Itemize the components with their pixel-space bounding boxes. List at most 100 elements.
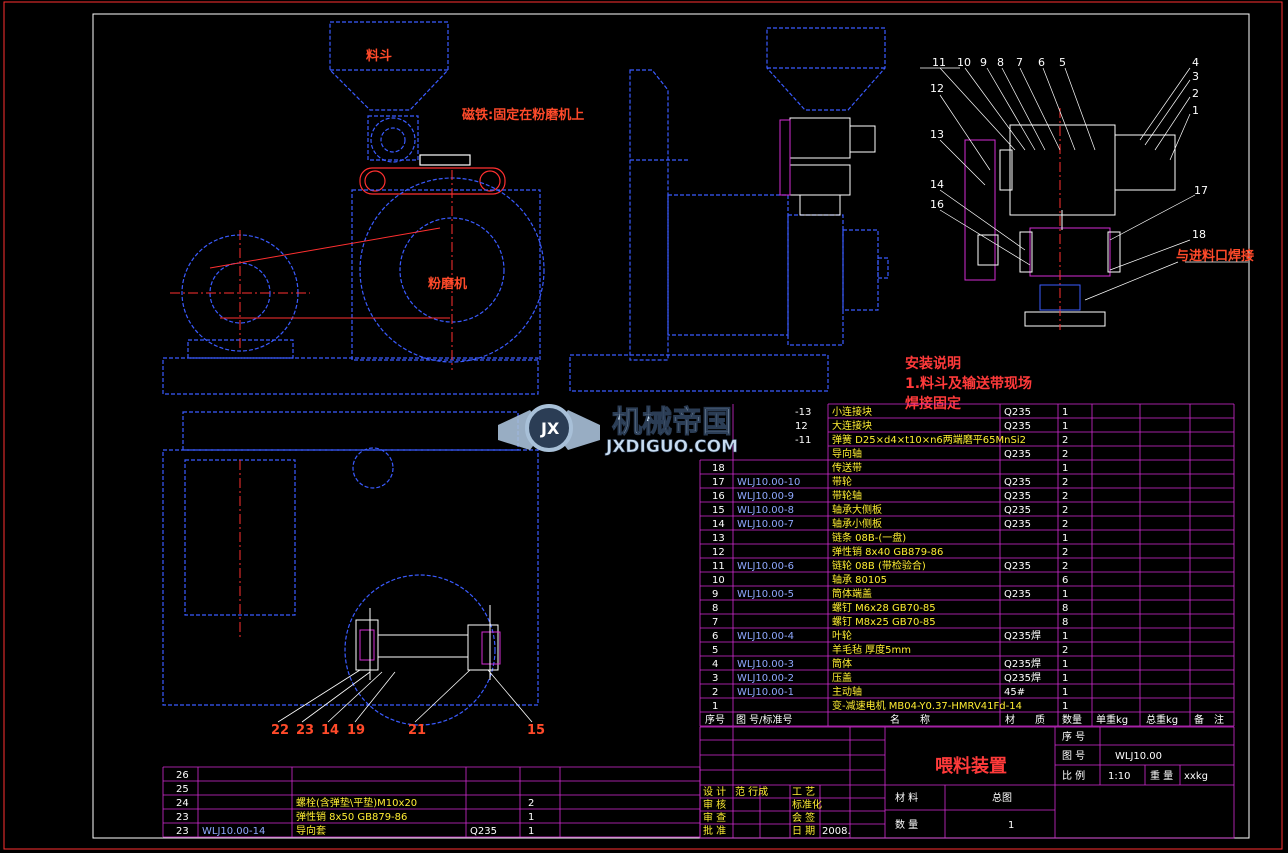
bom-header-no: 序号 (705, 713, 725, 726)
bom-header-unit-weight: 单重kg (1096, 713, 1128, 726)
weight-label: 重 量 (1150, 769, 1173, 782)
bom-header-qty: 数量 (1062, 713, 1082, 726)
bom-row-code: WLJ10.00-5 (737, 589, 794, 600)
bom-row-no: 6 (712, 631, 718, 642)
bom-row-name: 叶轮 (832, 629, 852, 642)
balloon: 23 (296, 723, 314, 738)
design-value: 范 行成 (735, 785, 768, 798)
front-view-belts (170, 167, 470, 640)
date-value: 2008. (822, 826, 851, 837)
balloon: 22 (271, 723, 289, 738)
balloon: 13 (930, 128, 944, 141)
balloon: 2 (1192, 87, 1199, 100)
bom-row-qty: 2 (1062, 449, 1068, 460)
label-weld: 与进料口焊接 (1176, 248, 1254, 264)
bom-header-name: 名 称 (890, 713, 930, 726)
process-label: 工 艺 (792, 786, 815, 798)
balloons-right: 11 10 9 8 7 6 5 4 3 2 1 12 13 14 16 17 1… (930, 56, 1208, 241)
bom-row-qty: 8 (1062, 603, 1068, 614)
label-mill: 粉磨机 (428, 276, 467, 292)
bom-bottom-row-qty: 1 (528, 826, 534, 837)
date-label: 日 期 (792, 825, 815, 837)
bom-bottom-row-no: 23 (176, 826, 189, 837)
bom-row-qty: 1 (1062, 673, 1068, 684)
bom-row-code: WLJ10.00-1 (737, 687, 794, 698)
balloon: 3 (1192, 70, 1199, 83)
bom-row-name: 轴承大侧板 (832, 503, 882, 516)
bottom-leaders (277, 669, 533, 723)
bom-row-qty: 1 (1062, 631, 1068, 642)
bom-row-qty: 1 (1062, 533, 1068, 544)
bom-row-name: 筒体 (832, 657, 852, 670)
bom-row-material: Q235 (1004, 407, 1031, 418)
bom-row-code: WLJ10.00-2 (737, 673, 794, 684)
bom-row-code: WLJ10.00-4 (737, 631, 794, 642)
notes-line2: 焊接固定 (905, 395, 961, 412)
bom-row-name: 螺钉 M6x28 GB70-85 (832, 602, 936, 614)
bom-row-qty: 6 (1062, 575, 1068, 586)
balloon: 15 (527, 723, 545, 738)
bom-row-no: 7 (712, 617, 718, 628)
bom-row-qty: 2 (1062, 561, 1068, 572)
bom-bottom-row-code: WLJ10.00-14 (202, 826, 265, 837)
label-magnet: 磁铁:固定在粉磨机上 (462, 107, 584, 123)
bom-row-name: 压盖 (832, 671, 852, 684)
bom-row-no: 13 (712, 533, 725, 544)
label-hopper: 料斗 (366, 48, 392, 64)
balloon: 17 (1194, 184, 1208, 197)
balloon: 7 (1016, 56, 1023, 69)
drawno-label: 图 号 (1062, 750, 1085, 762)
balloon: 1 (1192, 104, 1199, 117)
bom-row-qty: 1 (1062, 687, 1068, 698)
bom-row-qty: 1 (1062, 701, 1068, 712)
bom-row-name: 大连接块 (832, 419, 872, 432)
weight-unit: xxkg (1184, 771, 1208, 782)
bom-header-material: 材 质 (1005, 713, 1045, 726)
bom-row-material: Q235 (1004, 421, 1031, 432)
design-label: 设 计 (703, 785, 726, 798)
material-label: 材 料 (895, 791, 918, 804)
bom-row-no: 9 (712, 589, 718, 600)
balloon: 21 (408, 723, 426, 738)
bom-row-material: Q235焊 (1004, 672, 1041, 684)
bom-row-no: -11 (795, 435, 811, 446)
balloon: 14 (321, 723, 339, 738)
check-label: 审 核 (703, 798, 726, 811)
notes-heading: 安装说明 (905, 355, 961, 372)
review-label: 审 查 (703, 811, 726, 824)
bom-bottom-row-no: 25 (176, 784, 189, 795)
bom-row-material: Q235 (1004, 449, 1031, 460)
bom-row-no: 16 (712, 491, 725, 502)
bom-row-qty: 1 (1062, 421, 1068, 432)
bom-row-qty: 2 (1062, 519, 1068, 530)
bom-row-material: 45# (1004, 687, 1025, 698)
bom-row-no: 10 (712, 575, 725, 586)
approve-label: 批 准 (703, 824, 726, 837)
bom-row-name: 螺钉 M8x25 GB70-85 (832, 616, 936, 628)
bom-row-name: 轴承 80105 (832, 573, 887, 586)
bom-row-qty: 2 (1062, 645, 1068, 656)
bom-row-code: WLJ10.00-6 (737, 561, 794, 572)
bom-row-name: 带轮轴 (832, 489, 862, 502)
bottom-assembly (355, 605, 501, 680)
bom-row-material: Q235焊 (1004, 658, 1041, 670)
bom-header-code: 图 号/标准号 (736, 714, 793, 726)
bom-row-qty: 2 (1062, 505, 1068, 516)
material-value: 总图 (992, 791, 1012, 804)
bom-row-material: Q235 (1004, 519, 1031, 530)
balloon: 8 (997, 56, 1004, 69)
bom-row-code: WLJ10.00-9 (737, 491, 794, 502)
outer-border (3, 1, 1283, 850)
seq-label: 序 号 (1062, 730, 1085, 743)
bom-row-name: 筒体端盖 (832, 587, 872, 600)
balloon: 18 (1192, 228, 1206, 241)
bom-bottom-row-no: 24 (176, 798, 189, 809)
bom-row-no: 12 (712, 547, 725, 558)
balloons-bottom: 22 23 14 19 21 15 (271, 723, 545, 738)
bom-row-name: 传送带 (832, 461, 862, 474)
side-view (569, 27, 889, 392)
bom-row-no: 18 (712, 463, 725, 474)
bom-row-name: 导向轴 (832, 447, 862, 460)
bom-row-name: 链轮 08B (带检验合) (832, 559, 926, 572)
